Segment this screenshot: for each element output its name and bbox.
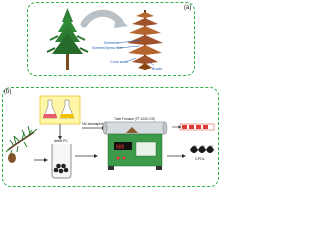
process-arrowhead-icon (114, 16, 128, 28)
panel-a-frame (27, 2, 195, 76)
bracts-leader (149, 61, 155, 67)
sclereids-leader (117, 39, 141, 44)
figure-canvas: Sclereids Sclerenchyma fiber Cone scale … (5, 8, 215, 179)
sclerenchyma-annotation: Sclerenchyma fiber (92, 46, 124, 50)
furnace-display-readout: 888 (116, 145, 125, 151)
panel-b-frame (2, 87, 219, 187)
bracts-annotation: Bracts (152, 67, 162, 71)
beaker-icon (51, 144, 72, 179)
cpcs-label: CPCs (195, 157, 205, 161)
carbonization-progress-strip-icon (172, 123, 215, 131)
dried-pc-label: dried PC (54, 139, 68, 143)
cone-scale-leader (125, 57, 137, 63)
cone-scale-annotation: Cone scale (110, 60, 128, 64)
panel-a-label: (a) (184, 5, 192, 11)
tube-furnace-icon (102, 121, 168, 170)
sclerenchyma-leader (117, 45, 141, 49)
sclereids-annotation: Sclereids (104, 41, 119, 45)
tube-furnace-label: Tube Furnace (TF-1200 C/S) (114, 117, 155, 121)
carbonized-cones-icon (190, 145, 214, 153)
pine-cone-cross-section-icon (127, 10, 163, 70)
flasks-icon (39, 95, 81, 125)
panel-b-label: (b) (4, 89, 12, 95)
pine-tree-icon (46, 8, 89, 70)
n2-atmosphere-label: N2 atmosphere (82, 122, 107, 126)
pine-branch-icon (5, 125, 38, 163)
process-arrow-icon (80, 9, 124, 28)
